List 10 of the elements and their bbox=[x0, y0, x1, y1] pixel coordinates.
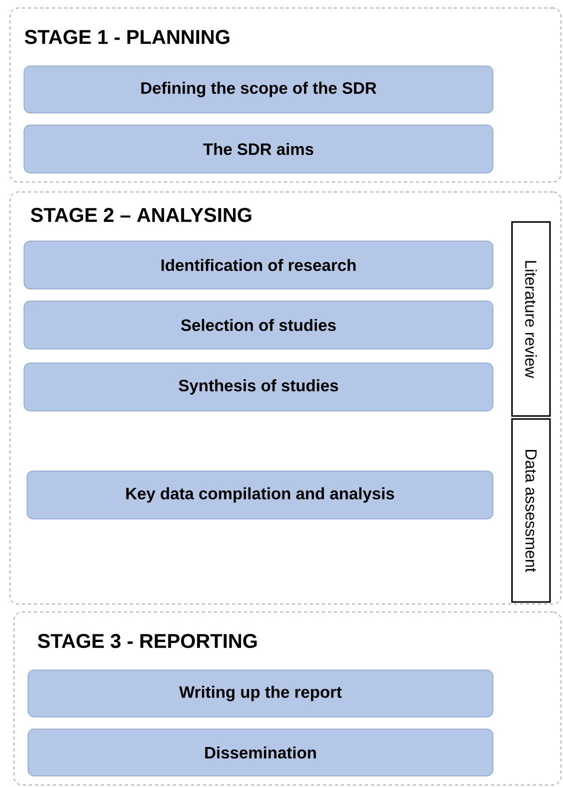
process-box: Dissemination bbox=[28, 728, 494, 776]
process-box: Synthesis of studies bbox=[24, 362, 494, 412]
process-box: Defining the scope of the SDR bbox=[24, 66, 494, 114]
process-box: Identification of research bbox=[24, 240, 494, 290]
process-box: Key data compilation and analysis bbox=[26, 470, 494, 520]
process-box: Writing up the report bbox=[28, 670, 494, 718]
vertical-label-box: Literature review bbox=[511, 221, 551, 417]
vertical-label-box: Data assessment bbox=[511, 418, 551, 603]
process-box: Selection of studies bbox=[24, 300, 494, 350]
process-box: The SDR aims bbox=[24, 124, 494, 174]
